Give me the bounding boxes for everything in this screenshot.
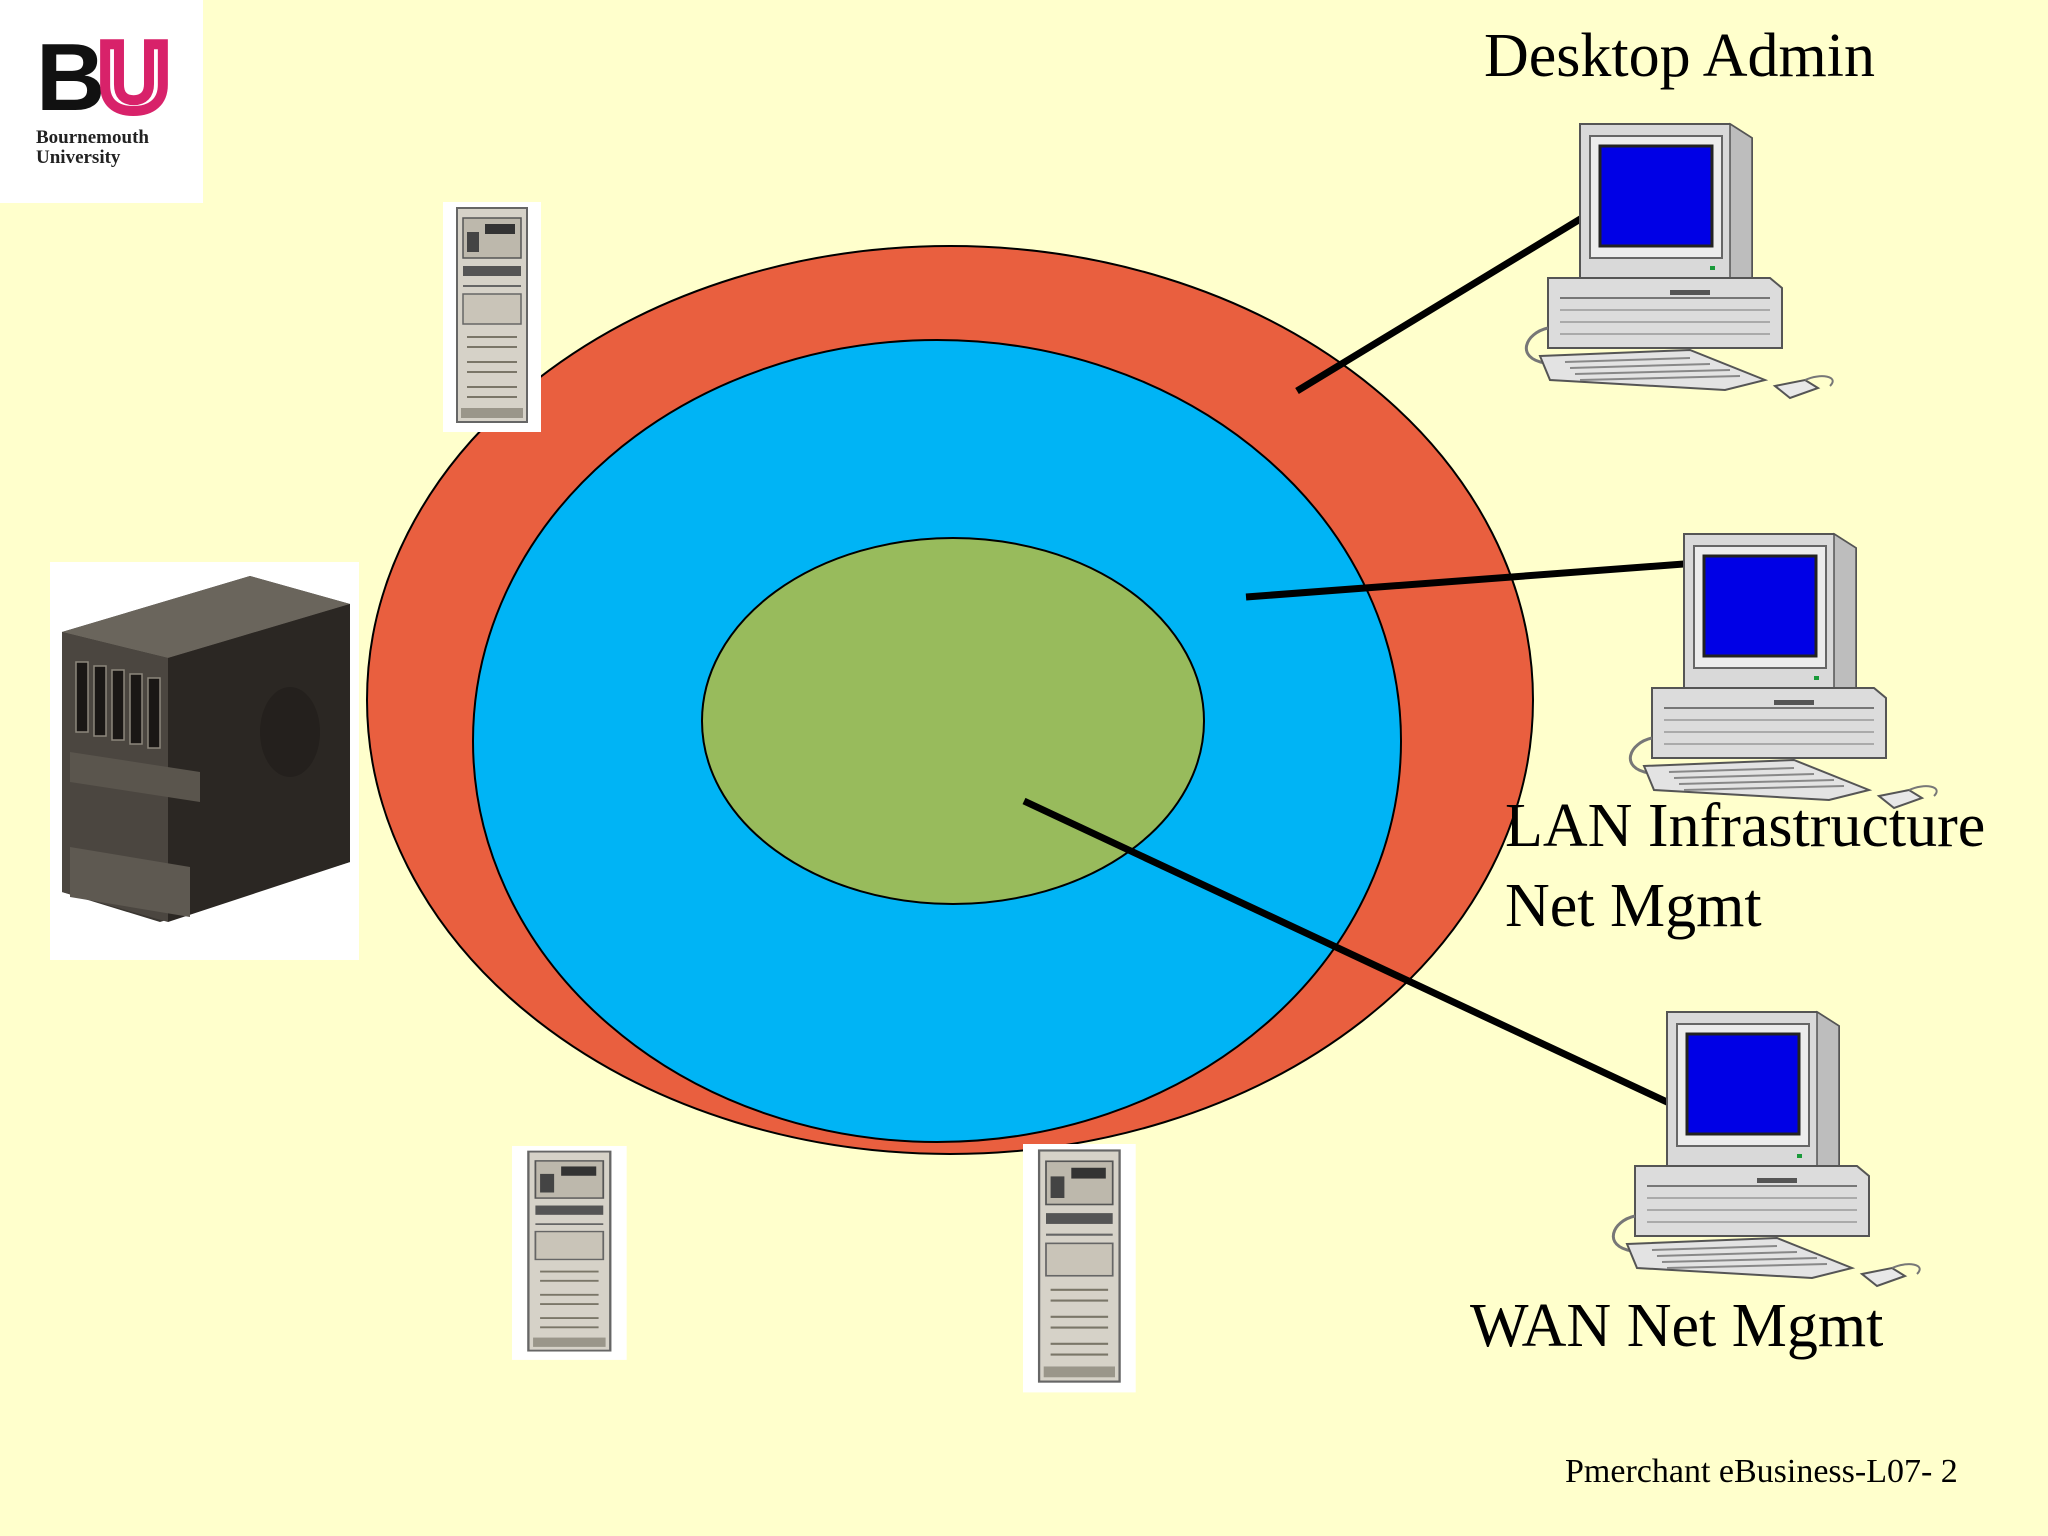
lan-net-mgmt-label: Net Mgmt	[1505, 872, 1762, 940]
wan-net-mgmt-label: WAN Net Mgmt	[1470, 1292, 1884, 1360]
tower-server-icon	[442, 201, 542, 433]
desktop-admin-label: Desktop Admin	[1484, 22, 1875, 90]
mainframe-server-icon	[50, 562, 359, 960]
logo-letter-b: B	[36, 24, 105, 131]
logo-name-line1: Bournemouth	[36, 127, 149, 148]
university-logo: BU Bournemouth University	[0, 0, 203, 203]
tower-server-icon	[510, 1144, 628, 1362]
connector-lan	[1245, 558, 1711, 601]
connector-desktop-admin	[1295, 201, 1607, 394]
logo-name-line2: University	[36, 147, 121, 168]
footer-slide-id: Pmerchant eBusiness-L07- 2	[1565, 1453, 1958, 1490]
desktop-computer-icon	[1628, 532, 1939, 810]
desktop-computer-icon	[1611, 1010, 1922, 1288]
connector-wan	[1022, 797, 1686, 1114]
tower-server-icon	[1021, 1142, 1137, 1394]
lan-infrastructure-label: LAN Infrastructure	[1505, 792, 1986, 860]
logo-letter-u: U	[94, 24, 173, 131]
desktop-computer-icon	[1524, 122, 1835, 400]
inner-core-wan	[701, 537, 1205, 905]
